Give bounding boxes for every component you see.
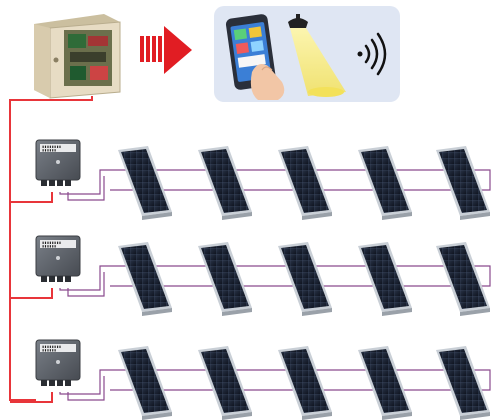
solar-panel-icon — [118, 346, 172, 420]
signal-loop — [59, 169, 491, 195]
junction-box-label: ▮▮▮▮▮▮▮▮ — [42, 144, 61, 149]
junction-box-icon: ▮▮▮▮▮▮▮▮▮▮▮▮▮▮ — [35, 235, 81, 282]
signal-loop-return — [67, 272, 105, 297]
solar-panel-icon — [118, 146, 172, 220]
signal-loop — [59, 265, 491, 291]
striped-right-arrow-icon — [140, 26, 192, 74]
junction-box-icon: ▮▮▮▮▮▮▮▮▮▮▮▮▮▮ — [35, 139, 81, 186]
power-branch — [10, 192, 53, 203]
panel-row: ▮▮▮▮▮▮▮▮▮▮▮▮▮▮ — [10, 235, 491, 316]
solar-panel-icon — [358, 242, 412, 316]
junction-box-icon: ▮▮▮▮▮▮▮▮▮▮▮▮▮▮ — [35, 339, 81, 386]
power-feed — [9, 96, 93, 401]
signal-loop — [59, 369, 491, 395]
signal-loop-return — [67, 376, 105, 401]
signal-loop-return — [67, 176, 105, 201]
panel-row: ▮▮▮▮▮▮▮▮▮▮▮▮▮▮ — [10, 339, 491, 420]
solar-panel-icon — [278, 242, 332, 316]
solar-panel-icon — [358, 146, 412, 220]
solar-panel-icon — [198, 346, 252, 420]
street-lamp-icon — [288, 14, 346, 97]
junction-box-label: ▮▮▮▮▮▮▮▮ — [42, 344, 61, 349]
wireless-signal-icon — [357, 32, 387, 76]
solar-panel-icon — [118, 242, 172, 316]
solar-panel-icon — [278, 346, 332, 420]
junction-box-label: ▮▮▮▮▮▮ — [42, 244, 56, 249]
solar-panel-icon — [198, 242, 252, 316]
solar-panel-icon — [436, 146, 490, 220]
junction-box-label: ▮▮▮▮▮▮▮▮ — [42, 240, 61, 245]
hand-icon — [250, 64, 285, 100]
control-cabinet-icon — [34, 14, 121, 99]
panel-row: ▮▮▮▮▮▮▮▮▮▮▮▮▮▮ — [10, 139, 491, 220]
solar-panel-icon — [358, 346, 412, 420]
controller-cabinet — [34, 14, 121, 99]
solar-panel-icon — [436, 346, 490, 420]
solar-panel-icon — [198, 146, 252, 220]
app-card — [214, 6, 400, 102]
solar-panel-icon — [436, 242, 490, 316]
panel-rows: ▮▮▮▮▮▮▮▮▮▮▮▮▮▮▮▮▮▮▮▮▮▮▮▮▮▮▮▮▮▮▮▮▮▮▮▮▮▮▮▮… — [10, 139, 491, 420]
power-branch — [10, 392, 53, 403]
junction-box-label: ▮▮▮▮▮▮ — [42, 148, 56, 153]
junction-box-label: ▮▮▮▮▮▮ — [42, 348, 56, 353]
power-branch — [10, 288, 53, 299]
solar-panel-icon — [278, 146, 332, 220]
